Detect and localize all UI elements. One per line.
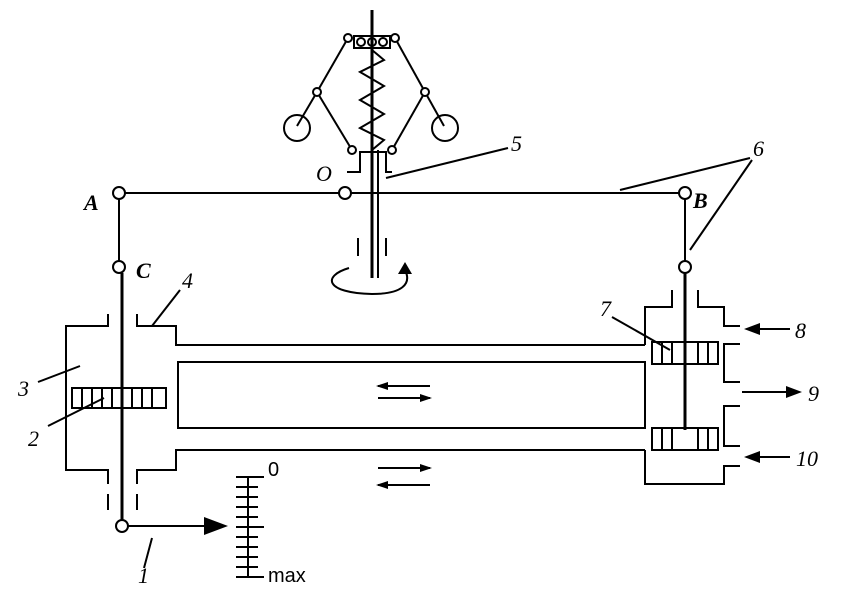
scale-max-label: max [268,565,306,587]
leader-7 [611,316,671,351]
valve-top-left-wall [644,290,673,345]
leader-5 [385,147,509,179]
outlet-arrow-9 [786,386,802,398]
label-B: B [692,188,708,213]
pivot-B-lower [678,260,692,274]
oil-channel-inner [177,361,646,429]
valve-port-lower [723,405,740,447]
output-arrow-head [204,517,228,535]
inlet-arrow-10 [744,451,760,463]
cylinder-top-wall [136,314,645,346]
flyball-governor [283,10,459,296]
pivot-B [678,186,692,200]
governor-top-collar [353,35,391,49]
valve-spool-lower [651,427,719,451]
inlet-arrow-8 [744,323,760,335]
valve-port-upper [723,343,740,383]
label-C: C [136,258,151,283]
output-pin-1 [115,519,129,533]
label-A: A [82,190,99,215]
valve-top-right-wall [697,290,740,327]
pilot-valve [644,273,802,485]
leader-4 [151,289,181,327]
leader-3 [37,365,81,383]
governor-spring [357,49,386,151]
power-cylinder [65,273,646,535]
fly-ball-right [431,114,459,142]
leader-6-a [619,157,751,191]
label-1: 1 [138,563,149,588]
labels: A B C O 1 2 3 4 5 6 7 8 9 10 [17,131,819,588]
label-2: 2 [28,426,39,451]
valve-bottom-wall [644,450,740,485]
scale-min-label: 0 [268,459,279,481]
label-O: O [316,161,332,186]
label-9: 9 [808,381,819,406]
leader-lines [37,147,753,569]
valve-spool-7 [651,341,719,365]
leader-1 [143,537,153,569]
pivot-C [112,260,126,274]
fly-ball-left [283,114,311,142]
leader-6-b [689,159,753,251]
leader-2 [47,397,105,427]
cylinder-left-wall [65,314,109,484]
pivot-O [338,186,352,200]
label-7: 7 [600,296,612,321]
lever-linkage [112,186,692,274]
label-4: 4 [182,268,193,293]
label-8: 8 [795,318,806,343]
position-scale: 0 max [236,459,306,587]
governor-sleeve [347,151,392,173]
rotation-arrow [330,267,409,296]
piston-2 [71,387,167,409]
flow-arrows [376,382,432,489]
pivot-A [112,186,126,200]
cylinder-bottom-wall [136,449,645,484]
label-3: 3 [17,376,29,401]
label-5: 5 [511,131,522,156]
label-10: 10 [796,446,818,471]
label-6: 6 [753,136,764,161]
